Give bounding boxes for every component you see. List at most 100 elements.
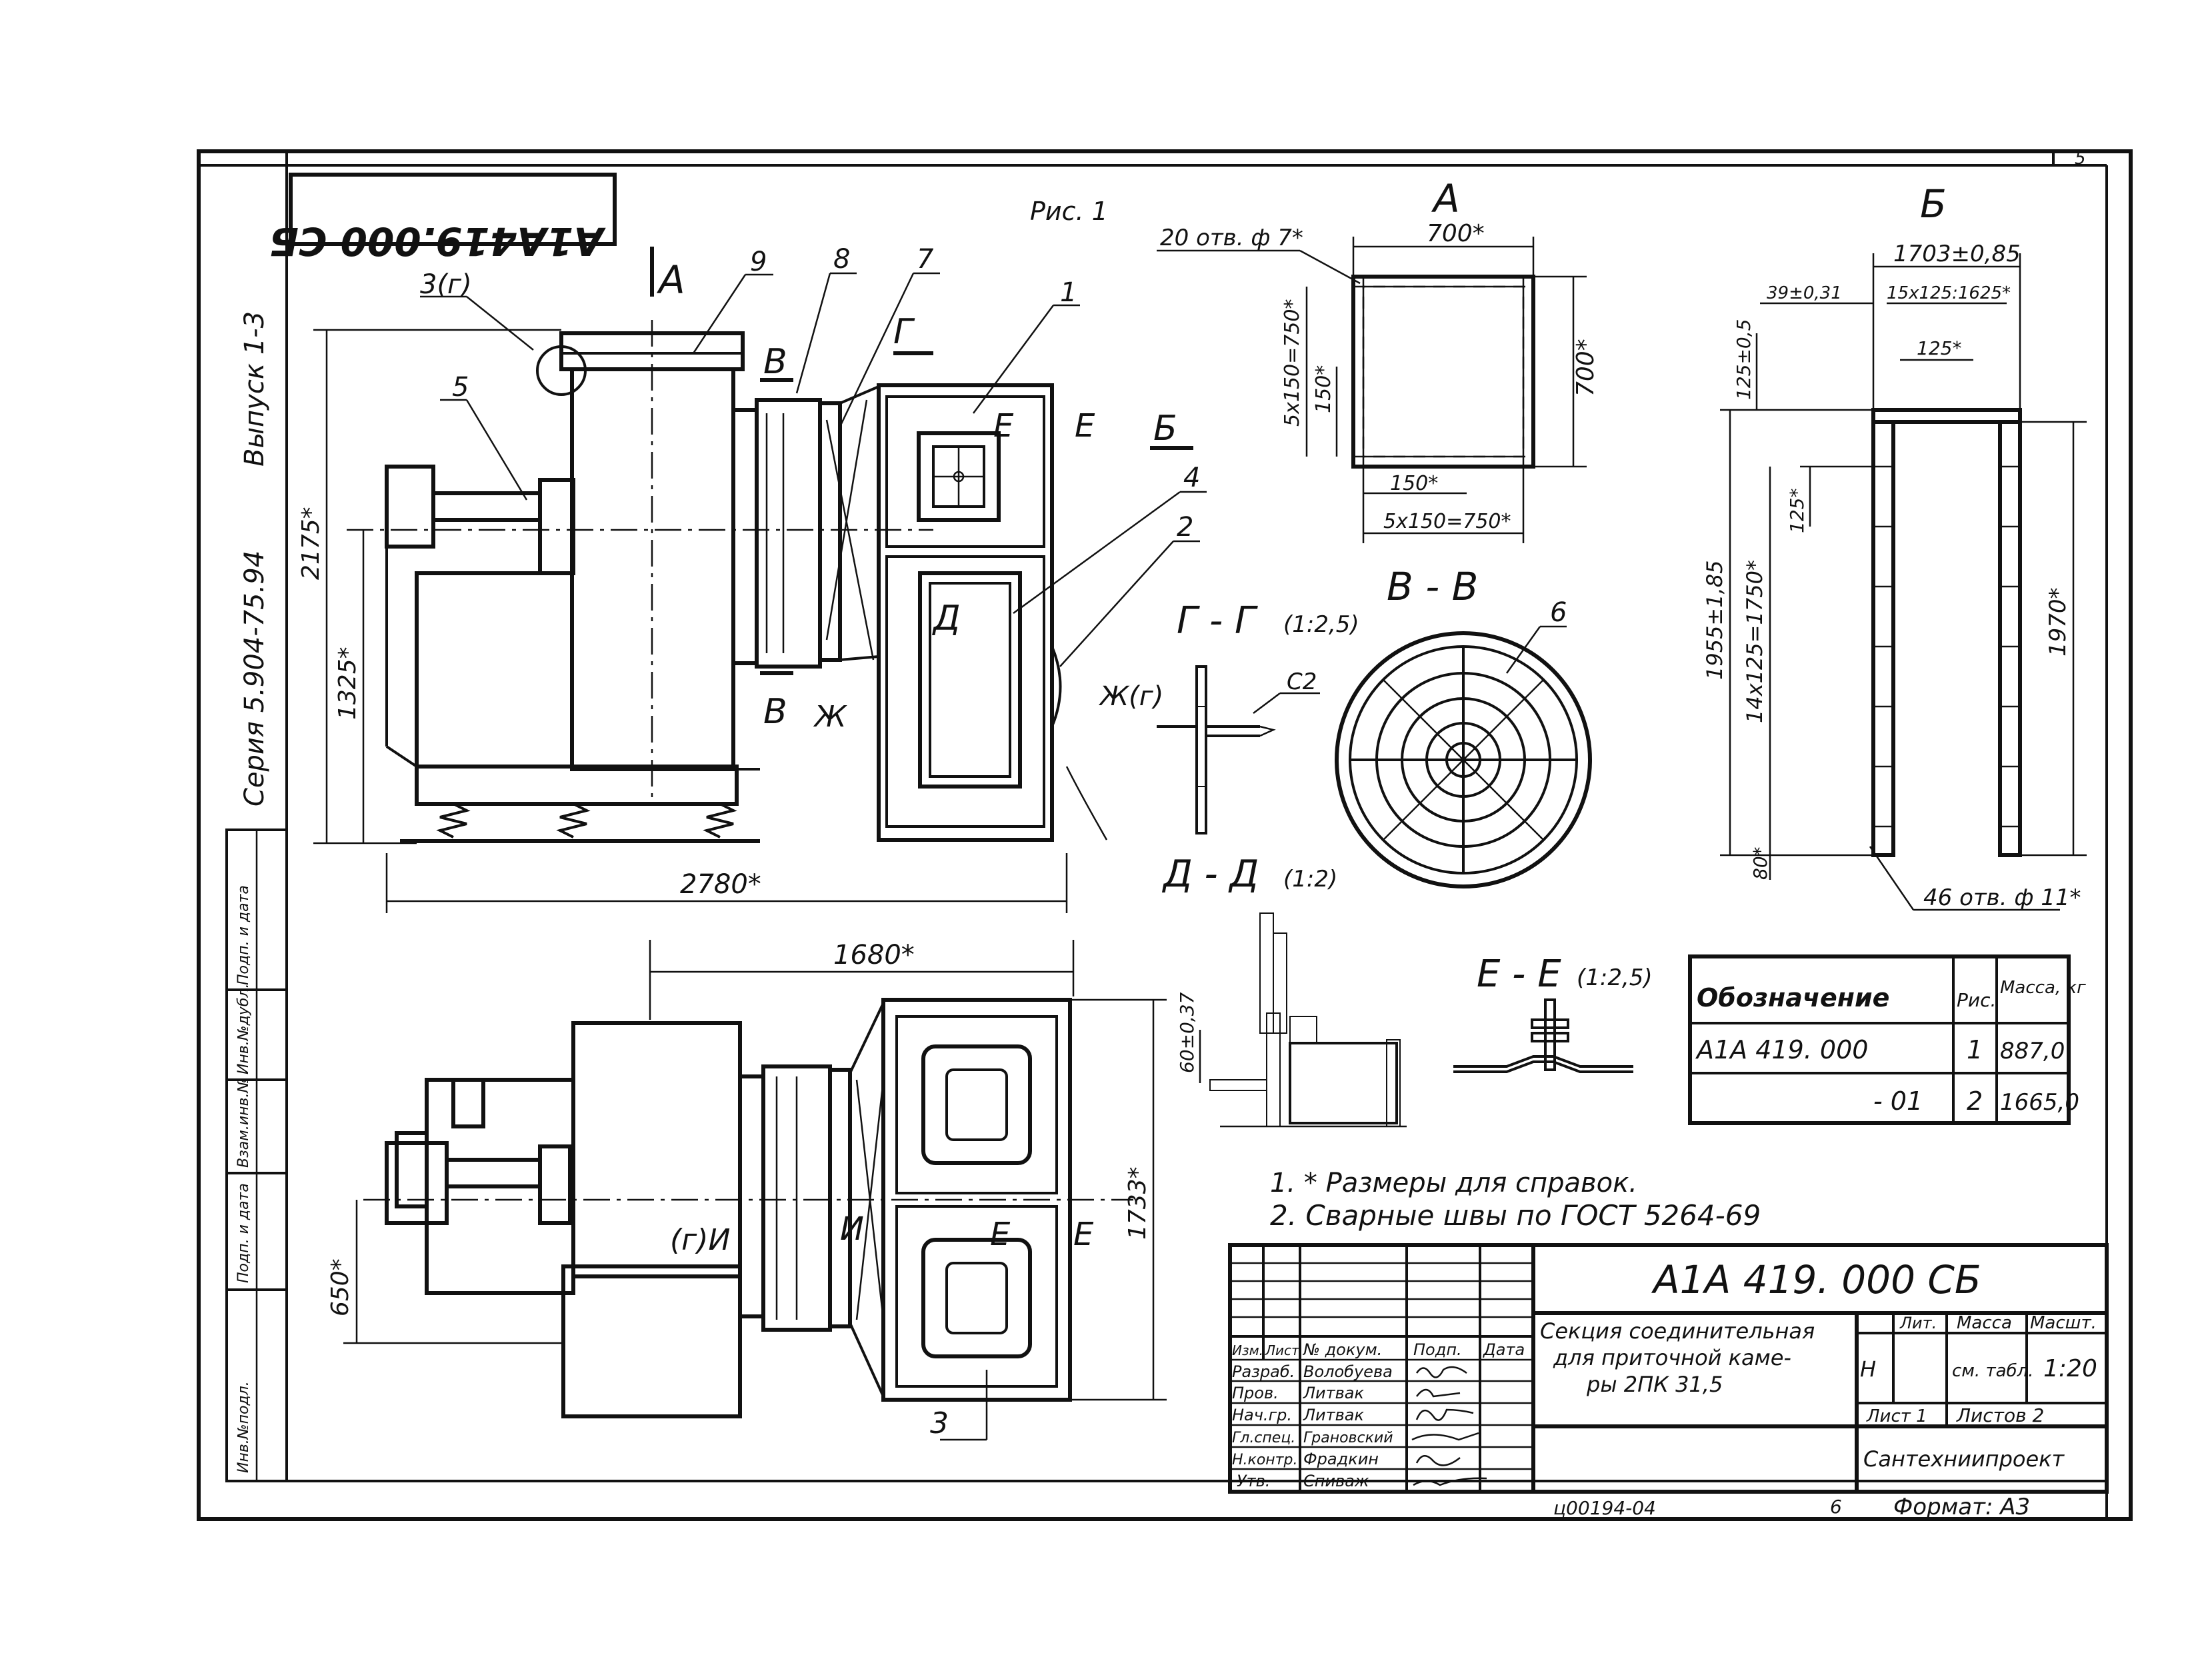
org-name: Сантехниипроект — [1863, 1446, 2065, 1472]
viewB-top-h: 125±0,5 — [1733, 319, 1755, 400]
mark-V-bottom: В — [763, 692, 787, 732]
callout-1: 1 — [1060, 277, 1077, 308]
left-col-label-3: Взам.инв.№ — [235, 1078, 252, 1168]
mass-header: Масса — [1957, 1313, 2012, 1333]
left-col-label-1: Инв.№подл. — [235, 1381, 252, 1473]
name-3: Литвак — [1303, 1406, 1364, 1424]
scale-header: Масшт. — [2030, 1313, 2097, 1333]
signature-5 — [1415, 1455, 1461, 1466]
stamp-code-box: А1А419.000 СБ — [269, 173, 617, 264]
viewA-step-bottom: 150* — [1390, 472, 1438, 495]
stamp-header-date: Дата — [1483, 1340, 1525, 1359]
section-EE-scale: (1:2,5) — [1577, 964, 1653, 991]
viewA-step-left: 150* — [1312, 365, 1335, 413]
name-5: Фрадкин — [1303, 1450, 1379, 1468]
viewB-offset: 39±0,31 — [1767, 283, 1842, 303]
viewB-inner-height: 1970* — [2045, 587, 2071, 657]
callout-4: 4 — [1183, 463, 1200, 493]
mark-E-plan-2: Е — [1073, 1216, 1094, 1253]
front-view-marks: А В В Г Д Е Е Ж Ж(г) Б — [650, 247, 1193, 734]
weld-label: С2 — [1287, 669, 1317, 695]
sheet-number: 5 — [2075, 149, 2086, 169]
stamp-header-doc: № докум. — [1302, 1340, 1382, 1359]
stamp-code: А1А419.000 СБ — [269, 219, 606, 264]
viewB-height-total: 1955±1,85 — [1702, 561, 1727, 681]
sheets-label: Листов 2 — [1956, 1404, 2044, 1426]
sheet-label: Лист 1 — [1866, 1406, 1927, 1426]
dim-2175: 2175* — [297, 507, 325, 580]
section-VV-title: В - В — [1387, 564, 1478, 609]
mark-E-plan-1: Е — [990, 1216, 1011, 1253]
role-2: Пров. — [1232, 1384, 1279, 1402]
name-6: Спиваж — [1303, 1472, 1369, 1490]
spec-row2-mass: 1665,0 — [2000, 1089, 2079, 1116]
spec-row1-fig: 1 — [1967, 1035, 1983, 1064]
spec-header-designation: Обозначение — [1697, 983, 1889, 1012]
dim-650: 650* — [327, 1258, 354, 1316]
dim-1680: 1680* — [833, 940, 915, 970]
section-GG-title: Г - Г — [1177, 599, 1258, 643]
plan-view — [363, 998, 1133, 1418]
lit-value: Н — [1860, 1356, 1876, 1382]
viewB-pitch-top: 15x125:1625* — [1887, 283, 2011, 303]
notes: 1. * Размеры для справок. 2. Сварные швы… — [1270, 1168, 1761, 1232]
viewA-pitch-bottom: 5x150=750* — [1383, 510, 1511, 533]
mark-B: Б — [1153, 409, 1177, 449]
stamp-header-list: Лист — [1265, 1342, 1300, 1358]
viewB-bottom: 80* — [1749, 846, 1771, 880]
note-1: 1. * Размеры для справок. — [1270, 1168, 1637, 1198]
spec-row2-designation: - 01 — [1873, 1086, 1923, 1116]
dim-1733: 1733* — [1124, 1166, 1151, 1240]
section-V-V: В - В 6 — [1335, 564, 1592, 888]
title-block: Изм. Лист № докум. Подп. Дата Разраб. Во… — [1228, 1243, 2109, 1494]
callout-5: 5 — [452, 372, 469, 403]
mark-Zh-g: Ж(г) — [1098, 681, 1163, 712]
section-D-D: Д - Д (1:2) 60±0,37 — [1161, 852, 1407, 1128]
mark-E-top: Е — [993, 407, 1014, 445]
spec-row1-mass: 887,0 — [2000, 1038, 2065, 1064]
title-designation: А1А 419. 000 СБ — [1651, 1257, 1981, 1302]
title-line-2: для приточной каме- — [1553, 1345, 1791, 1370]
viewB-step-side: 125* — [1786, 489, 1808, 533]
mark-G: Г — [893, 312, 915, 352]
mass-value: см. табл. — [1952, 1361, 2033, 1381]
left-col-label-4: Инв.№дубл. — [235, 983, 252, 1074]
callout-9: 9 — [750, 247, 767, 277]
callout-2: 2 — [1177, 512, 1193, 543]
figure-label: Рис. 1 — [1030, 197, 1108, 226]
front-view-dimensions: 2175* 1325* 2780* — [297, 329, 1068, 913]
callout-7: 7 — [917, 244, 934, 275]
section-E-E: Е - Е (1:2,5) — [1453, 952, 1653, 1073]
view-A-title: А — [1431, 176, 1460, 221]
section-DD-title: Д - Д — [1161, 852, 1259, 896]
signature-6 — [1413, 1477, 1487, 1486]
left-stamp-column: Инв.№подл. Подп. и дата Взам.инв.№ Инв.№… — [225, 829, 288, 1482]
front-view — [347, 320, 1108, 843]
name-2: Литвак — [1303, 1384, 1364, 1402]
note-2: 2. Сварные швы по ГОСТ 5264-69 — [1270, 1199, 1761, 1232]
stamp-header-sign: Подп. — [1413, 1340, 1462, 1359]
plan-view-annotations: И (г)И Е Е 1680* 1733* 650* 3 — [327, 940, 1167, 1441]
signature-1 — [1415, 1366, 1467, 1378]
mark-I-right: И — [840, 1210, 864, 1248]
callout-8: 8 — [833, 244, 850, 275]
viewA-holes: 20 отв. ф 7* — [1160, 225, 1303, 251]
signature-3 — [1415, 1408, 1474, 1421]
name-1: Волобуева — [1303, 1362, 1393, 1381]
viewB-step-top: 125* — [1917, 337, 1961, 359]
series-label: Серия 5.904-75.94 — [239, 551, 270, 807]
mark-A: А — [656, 257, 685, 303]
viewA-pitch-left: 5x150=750* — [1281, 299, 1304, 427]
viewB-holes: 46 отв. ф 11* — [1923, 884, 2081, 911]
view-B: Б 1703±0,85 39±0,31 15x125:1625* 125* 12… — [1702, 181, 2087, 911]
spec-table: Обозначение Рис. Масса, кг А1А 419. 000 … — [1688, 954, 2086, 1125]
bottom-code: ц00194-04 — [1553, 1497, 1656, 1519]
callout-3g: 3(г) — [420, 269, 472, 300]
mark-I-left: (г)И — [670, 1223, 730, 1257]
role-1: Разраб. — [1232, 1362, 1295, 1381]
viewA-dim-700-right: 700* — [1572, 339, 1599, 397]
spec-header-fig: Рис. — [1957, 989, 1996, 1011]
scale-value: 1:20 — [2043, 1355, 2097, 1382]
front-view-callouts: 3(г) 9 8 7 1 5 4 2 — [420, 244, 1207, 667]
